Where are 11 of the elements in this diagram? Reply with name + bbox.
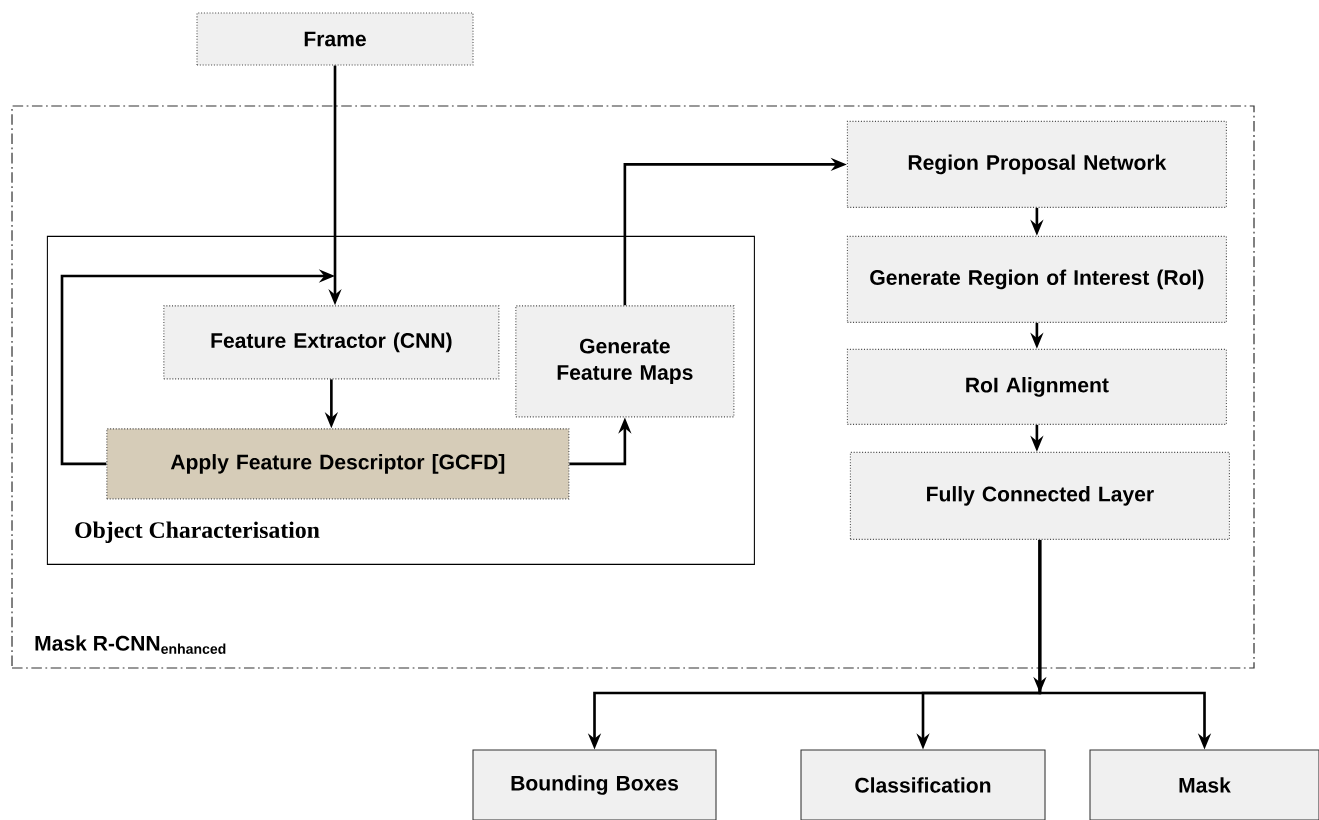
process-box: Bounding Boxes <box>472 749 717 820</box>
process-box: Classification <box>800 749 1046 820</box>
process-box: Fully Connected Layer <box>849 451 1230 540</box>
process-box: Frame <box>196 12 474 66</box>
process-box: Generate Region of Interest (RoI) <box>846 235 1227 323</box>
process-box: Apply Feature Descriptor [GCFD] <box>106 428 570 500</box>
process-box: Region Proposal Network <box>846 120 1227 208</box>
process-box: Feature Extractor (CNN) <box>163 305 500 380</box>
process-box: RoI Alignment <box>846 348 1227 425</box>
process-box: Mask <box>1089 749 1319 820</box>
process-box: Generate Feature Maps <box>515 305 735 418</box>
